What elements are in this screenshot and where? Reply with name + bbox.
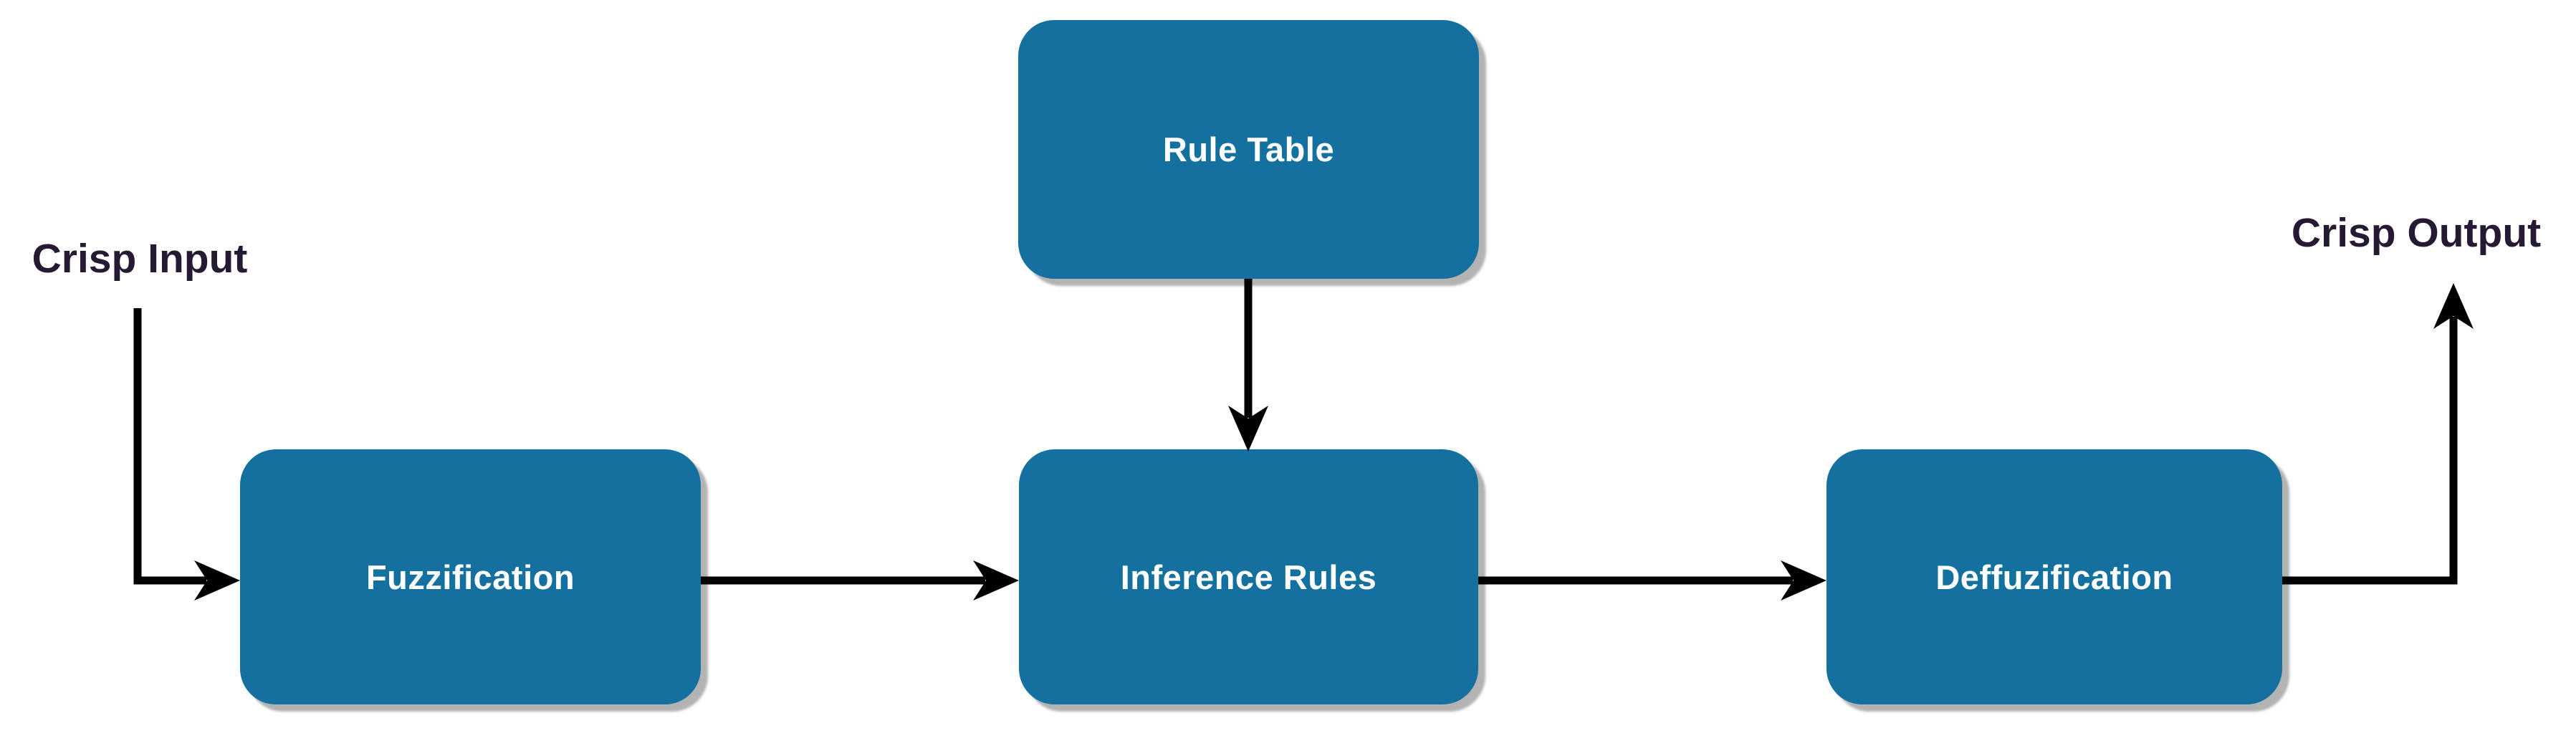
arrow-rule-table-to-inference-rules [1228, 279, 1268, 451]
node-deffuzification: Deffuzification [1826, 449, 2282, 704]
node-inference-rules: Inference Rules [1019, 449, 1478, 704]
arrow-crisp-input-to-fuzzification [133, 308, 240, 601]
arrow-fuzzification-to-inference-rules [701, 560, 1019, 601]
node-inference-rules-label: Inference Rules [1120, 558, 1377, 596]
arrow-inference-rules-to-deffuzification [1478, 560, 1826, 601]
node-fuzzification: Fuzzification [240, 449, 701, 704]
crisp-input-label: Crisp Input [32, 236, 248, 282]
node-fuzzification-label: Fuzzification [365, 558, 575, 596]
crisp-output-label: Crisp Output [2291, 210, 2542, 256]
arrow-deffuzification-to-crisp-output [2282, 283, 2474, 585]
node-rule-table: Rule Table [1018, 20, 1479, 279]
node-rule-table-label: Rule Table [1162, 130, 1335, 168]
node-deffuzification-label: Deffuzification [1935, 558, 2173, 596]
